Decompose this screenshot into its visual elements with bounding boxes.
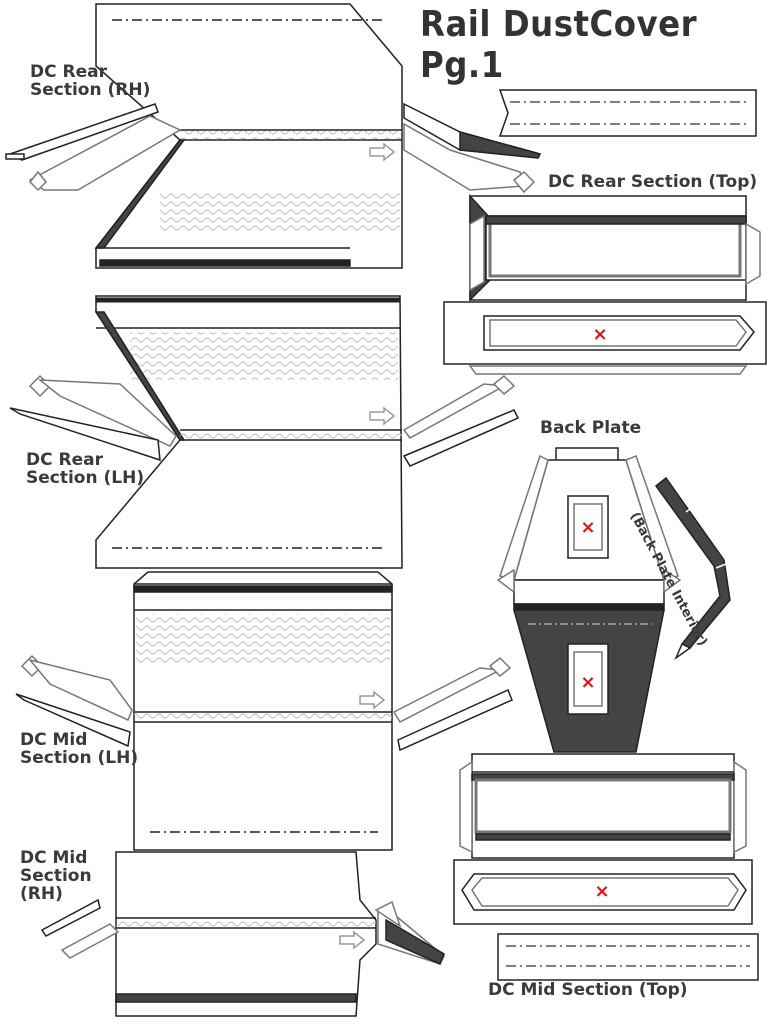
mid-lh-part bbox=[15, 571, 513, 851]
mid-rh-part bbox=[40, 851, 445, 1017]
label-rear-rh: DC Rear Section (RH) bbox=[30, 62, 151, 100]
page-title: Rail DustCover Pg.1 bbox=[420, 4, 698, 86]
rear-rh-part bbox=[5, 3, 542, 269]
back-plate-part bbox=[496, 447, 682, 753]
cut-mark-rear-top: × bbox=[592, 324, 607, 345]
label-rear-lh: DC Rear Section (LH) bbox=[26, 450, 145, 488]
cut-mark-back-plate-upper: × bbox=[580, 517, 595, 538]
label-rear-top: DC Rear Section (Top) bbox=[548, 172, 758, 192]
rear-lh-part bbox=[9, 295, 520, 569]
cut-marks: × × × × bbox=[580, 324, 609, 902]
rear-top-box bbox=[443, 194, 767, 375]
label-mid-rh: DC Mid Section (RH) bbox=[20, 848, 92, 904]
cut-mark-mid-top: × bbox=[594, 881, 609, 902]
rear-top-strip bbox=[498, 89, 757, 137]
mid-top-box bbox=[453, 753, 753, 925]
back-plate-interior-strip bbox=[654, 476, 731, 661]
mid-top-strip bbox=[497, 933, 759, 981]
cut-mark-back-plate-lower: × bbox=[580, 672, 595, 693]
label-mid-top: DC Mid Section (Top) bbox=[488, 980, 688, 1000]
label-back-plate: Back Plate bbox=[540, 418, 642, 438]
label-mid-lh: DC Mid Section (LH) bbox=[20, 730, 139, 768]
